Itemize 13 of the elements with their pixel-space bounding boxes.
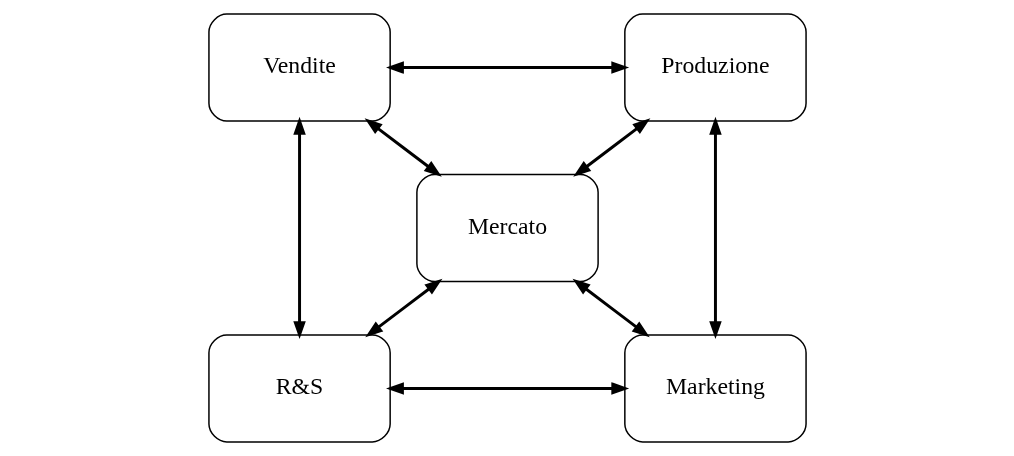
arrow bbox=[364, 118, 442, 177]
node-box: Produzione bbox=[623, 13, 807, 122]
node-box: R&S bbox=[207, 334, 391, 443]
arrow bbox=[364, 278, 442, 338]
arrow bbox=[292, 116, 306, 340]
arrow bbox=[708, 116, 722, 340]
node-box: Marketing bbox=[623, 334, 807, 443]
arrow bbox=[385, 61, 629, 74]
node-box: Mercato bbox=[415, 173, 599, 283]
node-box: Vendite bbox=[207, 13, 391, 122]
arrow bbox=[572, 118, 650, 177]
arrow bbox=[572, 278, 650, 338]
arrow bbox=[385, 382, 629, 395]
